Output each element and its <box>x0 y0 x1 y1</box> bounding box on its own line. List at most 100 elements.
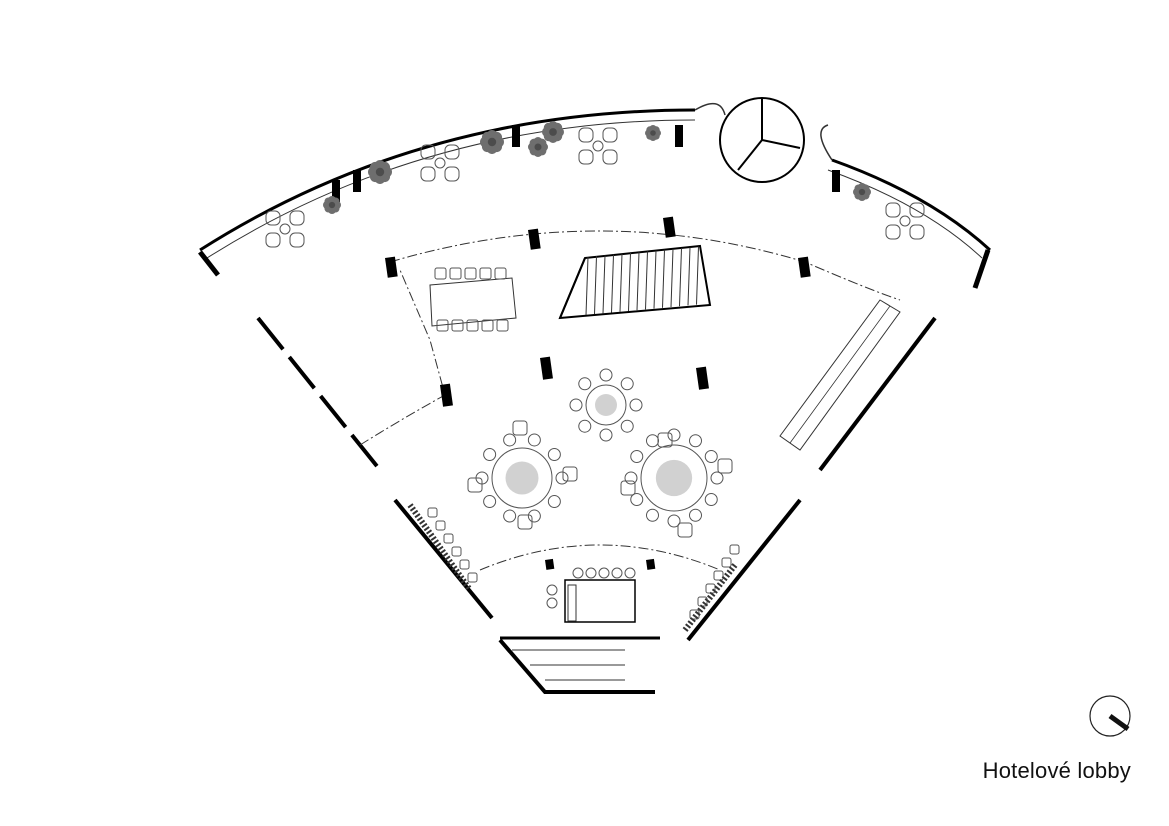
right-lower-wall <box>686 498 802 642</box>
table-plant <box>655 459 693 497</box>
plant-core <box>328 201 336 209</box>
mullion <box>832 170 840 192</box>
left-wall <box>256 316 382 472</box>
chair <box>434 267 447 280</box>
chair <box>569 398 583 412</box>
armchair <box>420 144 436 160</box>
chair <box>436 319 449 332</box>
armchair <box>909 202 925 218</box>
column <box>646 558 656 570</box>
revolving-door <box>694 97 833 183</box>
armchair <box>444 144 460 160</box>
bar-stool <box>435 520 446 531</box>
chair <box>451 319 464 332</box>
chair <box>620 419 634 433</box>
facade-inner <box>206 119 696 259</box>
stair-step <box>602 255 606 314</box>
plant-core <box>650 130 656 136</box>
chair <box>479 267 492 280</box>
armchair <box>289 210 305 226</box>
chair <box>578 419 592 433</box>
chair <box>503 433 517 447</box>
stair-step <box>696 246 699 305</box>
table-plant <box>505 461 539 495</box>
mullion <box>353 170 361 192</box>
facade-outer <box>199 108 696 252</box>
chair <box>483 447 497 461</box>
zone-left <box>359 269 446 446</box>
plan-title: Hotelové lobby <box>982 758 1131 783</box>
armchair <box>602 149 618 165</box>
chair <box>646 434 659 448</box>
mullion <box>332 180 340 202</box>
column <box>528 228 541 250</box>
chair <box>483 495 497 509</box>
stair-step <box>585 256 589 316</box>
bar-stool <box>721 557 732 568</box>
reception-inner <box>567 584 577 622</box>
chair <box>620 377 634 391</box>
bar-stool <box>467 572 478 583</box>
banquette <box>407 503 473 592</box>
armchair <box>420 166 436 182</box>
stair-outline <box>558 244 712 320</box>
chair <box>667 428 681 442</box>
bottom-wall <box>498 638 655 694</box>
dining-chair <box>620 480 636 496</box>
plants <box>323 121 871 214</box>
plant-core <box>487 137 497 147</box>
chair <box>547 495 561 509</box>
dining-chair <box>677 522 693 538</box>
corner-right <box>972 249 991 289</box>
plant-core <box>534 143 542 151</box>
chair <box>630 493 644 506</box>
round-table <box>640 444 708 512</box>
stair-step <box>619 253 623 312</box>
chair <box>449 267 462 280</box>
side-table <box>434 157 446 169</box>
entrance-lines <box>512 649 625 681</box>
armchair <box>602 127 618 143</box>
dining-chair <box>467 477 483 493</box>
column <box>384 256 398 278</box>
armchair <box>265 232 281 248</box>
bar-stool <box>729 544 740 555</box>
stair-step <box>645 251 648 310</box>
chair <box>555 471 569 485</box>
reception-stool <box>546 597 558 609</box>
chair <box>704 493 718 506</box>
chair <box>599 368 613 382</box>
plant-core <box>375 167 385 177</box>
reception-stool <box>546 584 558 596</box>
stair-step <box>662 249 665 308</box>
table-plant <box>595 394 617 416</box>
chair <box>646 508 659 522</box>
reception-stool <box>624 567 636 579</box>
reception-stool <box>598 567 610 579</box>
round-table <box>491 447 553 509</box>
chair <box>704 450 718 463</box>
column <box>696 366 709 390</box>
dining-chair <box>517 514 533 530</box>
bar-stool <box>427 507 438 518</box>
chair <box>496 319 509 332</box>
plant-core <box>549 128 557 136</box>
reception-stool <box>611 567 623 579</box>
stair-step <box>687 247 691 306</box>
plant-core <box>858 188 866 196</box>
meeting-table <box>429 277 517 327</box>
stair-step <box>653 250 657 309</box>
column <box>663 216 676 238</box>
revolving-wing <box>737 139 763 171</box>
armchair <box>578 127 594 143</box>
north-arrow-icon <box>1089 695 1131 737</box>
side-table <box>592 140 604 152</box>
bench <box>779 299 901 451</box>
stair-step <box>670 248 674 308</box>
reception-stool <box>585 567 597 579</box>
zone-arc-bottom <box>479 544 721 571</box>
left-lower-wall <box>393 498 494 620</box>
exterior-walls <box>198 108 992 694</box>
chair <box>629 398 643 412</box>
